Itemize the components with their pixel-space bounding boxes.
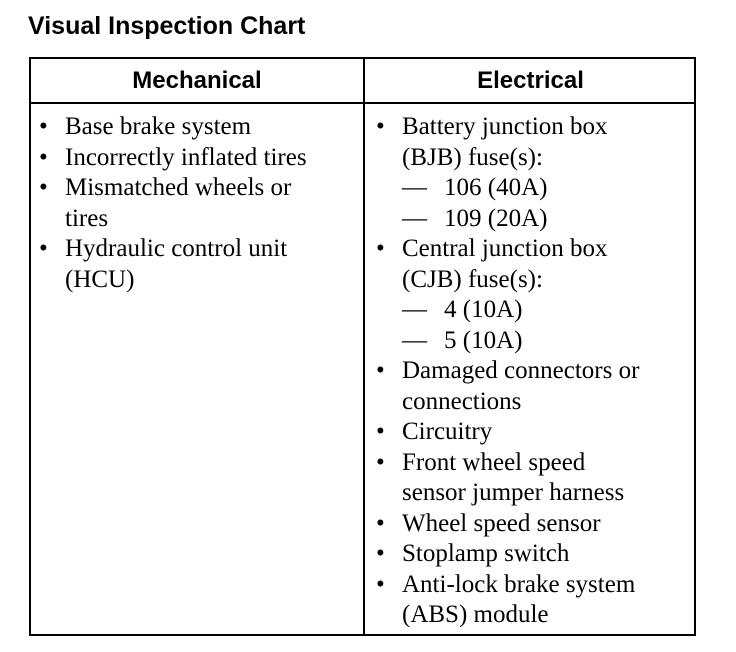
bullet-icon: • (39, 174, 48, 201)
page-title: Visual Inspection Chart (28, 12, 306, 40)
column-divider (363, 59, 365, 634)
sub-item: — 106 (40A) (402, 173, 688, 204)
list-item: • Stoplamp switch (376, 539, 688, 570)
item-text: Central junction box (402, 235, 608, 262)
dash-icon: — (402, 296, 427, 323)
item-text: (CJB) fuse(s): (402, 265, 543, 293)
list-item: • Battery junction box (BJB) fuse(s): — 1… (376, 112, 688, 234)
list-item: • Mismatched wheels or tires (39, 173, 357, 234)
list-item: • Damaged connectors or connections (376, 356, 688, 417)
mechanical-list: • Base brake system • Incorrectly inflat… (39, 112, 357, 295)
bullet-icon: • (376, 509, 385, 537)
sub-item: — 109 (20A) (402, 204, 688, 235)
bullet-icon: • (376, 570, 385, 598)
inspection-table: Mechanical Electrical • Base brake syste… (29, 57, 696, 636)
list-item: • Base brake system (39, 112, 357, 143)
item-text: sensor jumper harness (402, 479, 625, 506)
item-text: Hydraulic control unit (65, 235, 288, 262)
item-text: Front wheel speed (402, 448, 586, 476)
list-item: • Front wheel speed sensor jumper harnes… (376, 448, 688, 509)
bullet-icon: • (376, 235, 385, 262)
list-item: • Central junction box (CJB) fuse(s): — 4… (376, 234, 688, 356)
bullet-icon: • (376, 357, 385, 384)
column-header-mechanical: Mechanical (132, 67, 262, 94)
dash-icon: — (402, 204, 427, 232)
sub-item: — 5 (10A) (402, 326, 688, 357)
item-text: Circuitry (402, 418, 493, 445)
item-text: Incorrectly inflated tires (65, 143, 307, 171)
item-text: tires (65, 204, 109, 232)
list-item: • Hydraulic control unit (HCU) (39, 234, 357, 295)
item-text: (ABS) module (402, 601, 549, 628)
dash-icon: — (402, 326, 427, 354)
bullet-icon: • (39, 235, 48, 262)
bullet-icon: • (376, 448, 385, 476)
dash-icon: — (402, 174, 427, 201)
item-text: (HCU) (65, 265, 135, 293)
bullet-icon: • (376, 113, 385, 140)
bullet-icon: • (39, 113, 48, 140)
sub-item-text: 4 (10A) (444, 296, 523, 323)
item-text: (BJB) fuse(s): (402, 143, 543, 171)
list-item: • Wheel speed sensor (376, 509, 688, 540)
item-text: connections (402, 387, 522, 415)
column-header-electrical: Electrical (477, 67, 584, 94)
item-text: Wheel speed sensor (402, 509, 601, 537)
list-item: • Anti-lock brake system (ABS) module (376, 570, 688, 631)
list-item: • Incorrectly inflated tires (39, 143, 357, 174)
electrical-list: • Battery junction box (BJB) fuse(s): — 1… (376, 112, 688, 631)
sub-item: — 4 (10A) (402, 295, 688, 326)
sub-item-text: 5 (10A) (444, 326, 523, 354)
item-text: Damaged connectors or (402, 357, 640, 384)
bullet-icon: • (376, 418, 385, 445)
header-divider (31, 102, 694, 104)
item-text: Base brake system (65, 113, 252, 140)
item-text: Mismatched wheels or (65, 174, 292, 201)
item-text: Anti-lock brake system (402, 570, 636, 598)
item-text: Stoplamp switch (402, 540, 570, 567)
sub-item-text: 109 (20A) (444, 204, 548, 232)
bullet-icon: • (376, 540, 385, 567)
list-item: • Circuitry (376, 417, 688, 448)
bullet-icon: • (39, 143, 48, 171)
sub-item-text: 106 (40A) (444, 174, 548, 201)
item-text: Battery junction box (402, 113, 608, 140)
